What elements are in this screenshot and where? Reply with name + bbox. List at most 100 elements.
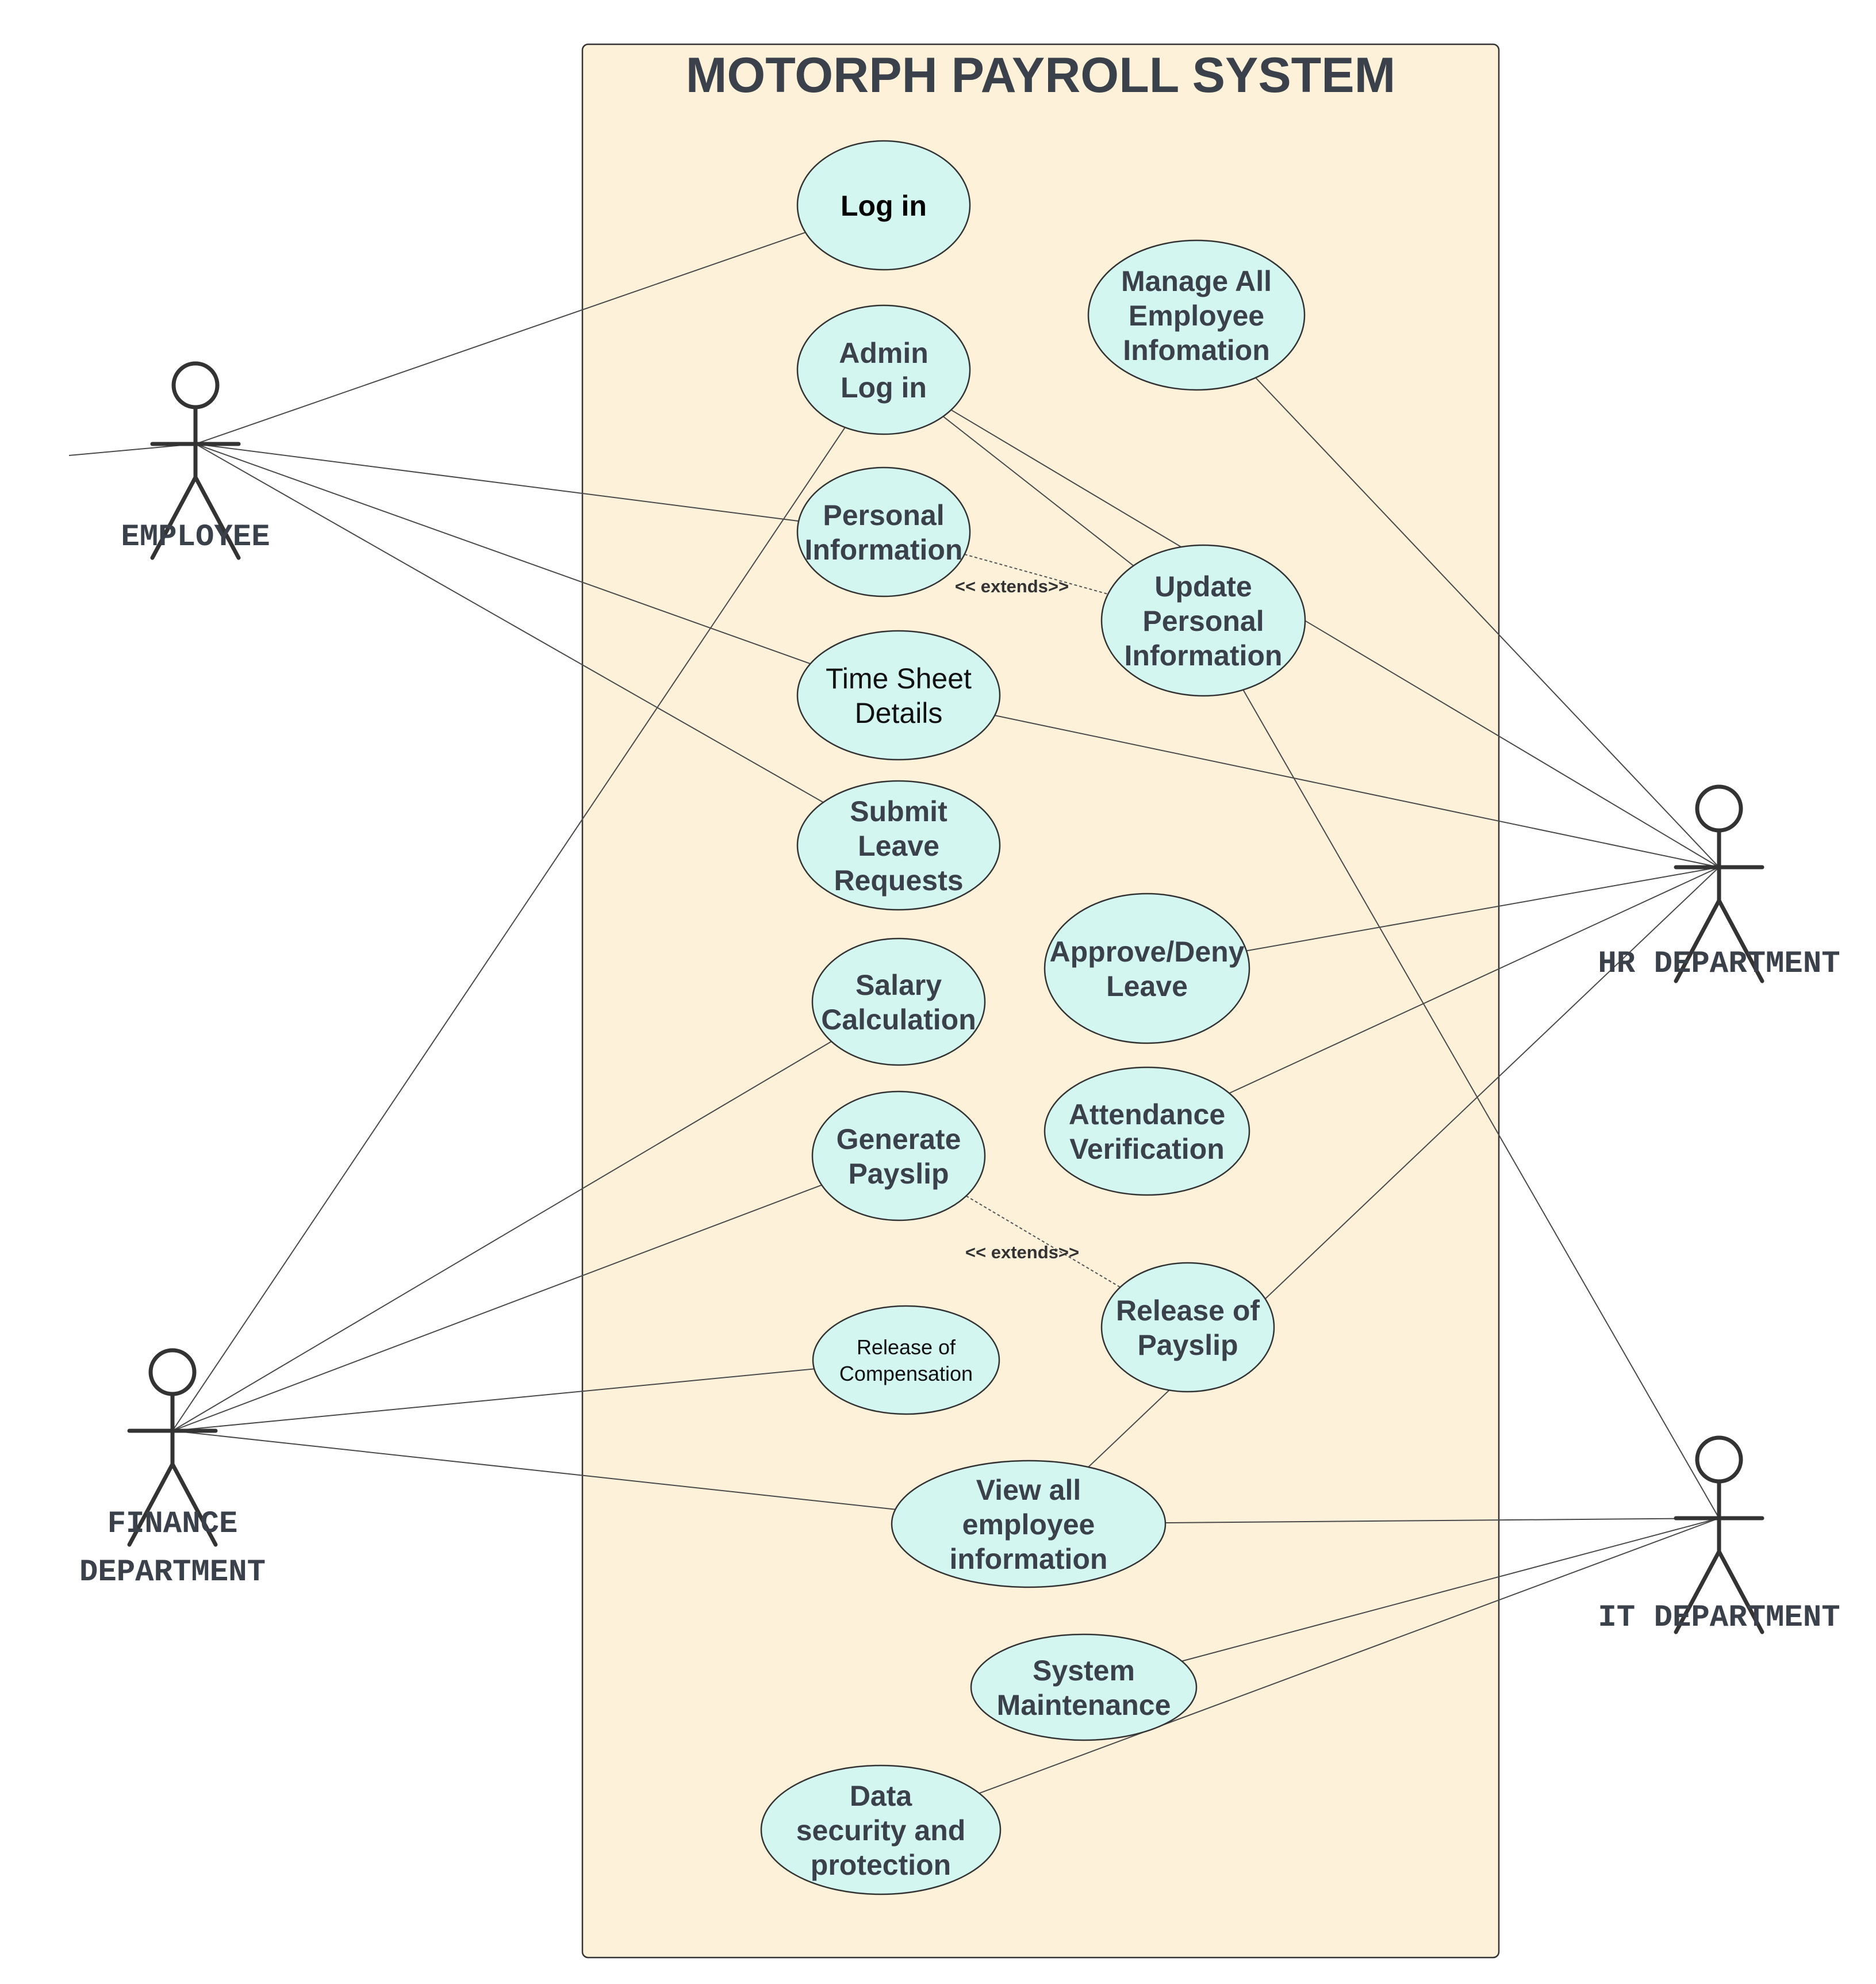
use-case-label: Release of <box>857 1335 956 1359</box>
actor-left-leg <box>150 475 198 560</box>
use-case-label: Infomation <box>1123 334 1270 366</box>
use-case-label: Time Sheet <box>826 662 972 695</box>
actor-left-leg <box>127 1462 175 1547</box>
actor-finance: FINANCE DEPARTMENT <box>79 1348 266 1590</box>
actor-label: DEPARTMENT <box>79 1555 266 1590</box>
use-case-label: Compensation <box>839 1362 973 1385</box>
extends-line <box>965 1195 1121 1288</box>
actor-employee: EMPLOYEE <box>121 361 270 560</box>
association-line-finance-view-all <box>172 1430 896 1510</box>
use-case-label: Information <box>1125 639 1283 672</box>
use-case-label: Personal <box>1142 605 1264 637</box>
use-case-ellipse <box>796 630 1001 761</box>
association-line-finance-release-comp <box>172 1368 815 1431</box>
use-case-ellipse <box>1087 239 1306 391</box>
use-case-label: Manage All <box>1121 265 1272 297</box>
association-line-it-system-maint <box>1181 1518 1720 1662</box>
use-case-label: security and <box>796 1814 966 1847</box>
use-case-label: Update <box>1154 570 1252 603</box>
association-line-it-view-all <box>1165 1518 1720 1524</box>
use-case-label: Calculation <box>821 1004 976 1036</box>
association-line-hr-timesheet <box>994 715 1720 868</box>
use-case-ellipse <box>812 1305 1000 1415</box>
use-case-label: View all <box>976 1474 1081 1506</box>
use-case-ellipse <box>796 140 971 271</box>
use-case-ellipse <box>970 1633 1198 1741</box>
use-case-label: Payslip <box>848 1158 949 1190</box>
use-case-login: Log in <box>796 140 971 271</box>
association-line-finance-admin-login <box>172 427 846 1431</box>
use-case-ellipse <box>1043 1066 1250 1196</box>
use-case-ellipse <box>760 1764 1002 1895</box>
use-case-label: protection <box>811 1849 951 1881</box>
actor-stick-figure <box>150 361 241 560</box>
association-line-employee-timesheet <box>195 443 811 665</box>
association-line-hr-attendance <box>1229 867 1720 1094</box>
actor-head <box>1695 1435 1743 1484</box>
use-case-label: Generate <box>837 1123 961 1155</box>
actor-label: IT DEPARTMENT <box>1598 1600 1840 1636</box>
actor-stick-figure <box>1674 784 1764 983</box>
use-case-label: Salary <box>855 969 942 1001</box>
association-line-employee-submit-leave <box>195 443 824 803</box>
use-case-label: Leave <box>858 830 939 862</box>
use-case-label: Release of <box>1116 1294 1260 1327</box>
use-case-ellipse <box>1043 893 1250 1044</box>
use-case-ellipse <box>796 466 971 598</box>
association-line-employee-login <box>195 232 806 445</box>
use-case-label: Maintenance <box>997 1689 1171 1721</box>
actor-left-leg <box>1674 1549 1721 1634</box>
association-lines <box>172 232 1720 1794</box>
association-line-finance-salary-calc <box>172 1041 832 1431</box>
actors: EMPLOYEE HR DEPARTMENT FINANCE DEPARTMENT IT… <box>79 361 1840 1636</box>
extends-label: << extends>> <box>955 576 1069 596</box>
actor-head <box>171 361 220 409</box>
use-case-label: Approve/Deny <box>1050 936 1245 968</box>
use-case-label: information <box>950 1543 1108 1575</box>
actor-right-leg <box>193 475 241 560</box>
association-line-admin-login-update-personal <box>942 416 1134 566</box>
actor-label: FINANCE <box>108 1507 238 1542</box>
use-case-ellipse <box>811 937 986 1066</box>
actor-label: EMPLOYEE <box>121 520 270 555</box>
extends-relations: << extends>> << extends>> <box>955 553 1121 1288</box>
association-line-hr-admin-login <box>950 409 1720 868</box>
use-case-label: employee <box>962 1508 1095 1541</box>
use-case-ellipse <box>891 1460 1167 1588</box>
use-case-ellipse <box>1100 544 1306 697</box>
association-line-hr-approve-leave <box>1246 867 1720 952</box>
actor-hr: HR DEPARTMENT <box>1598 784 1840 983</box>
actor-left-leg <box>1674 898 1721 983</box>
actor-right-leg <box>1717 898 1764 983</box>
use-case-label: Admin <box>839 337 929 369</box>
extends-label: << extends>> <box>965 1242 1079 1262</box>
association-line-it-data-security <box>979 1518 1720 1794</box>
use-case-release-comp: Release of Compensation <box>812 1305 1000 1415</box>
actor-head <box>148 1348 197 1396</box>
use-case-label: System <box>1033 1654 1135 1687</box>
use-case-ellipse <box>796 304 971 435</box>
association-line-hr-manage-all <box>1255 377 1720 868</box>
use-case-label: Requests <box>834 864 963 897</box>
actor-stick-figure <box>127 1348 218 1547</box>
actor-head <box>1695 784 1743 833</box>
use-case-label: Log in <box>841 371 927 404</box>
use-case-label: Attendance <box>1069 1098 1225 1131</box>
use-case-label: Data <box>850 1780 913 1812</box>
actor-right-leg <box>170 1462 218 1547</box>
use-case-label: Submit <box>850 795 947 828</box>
